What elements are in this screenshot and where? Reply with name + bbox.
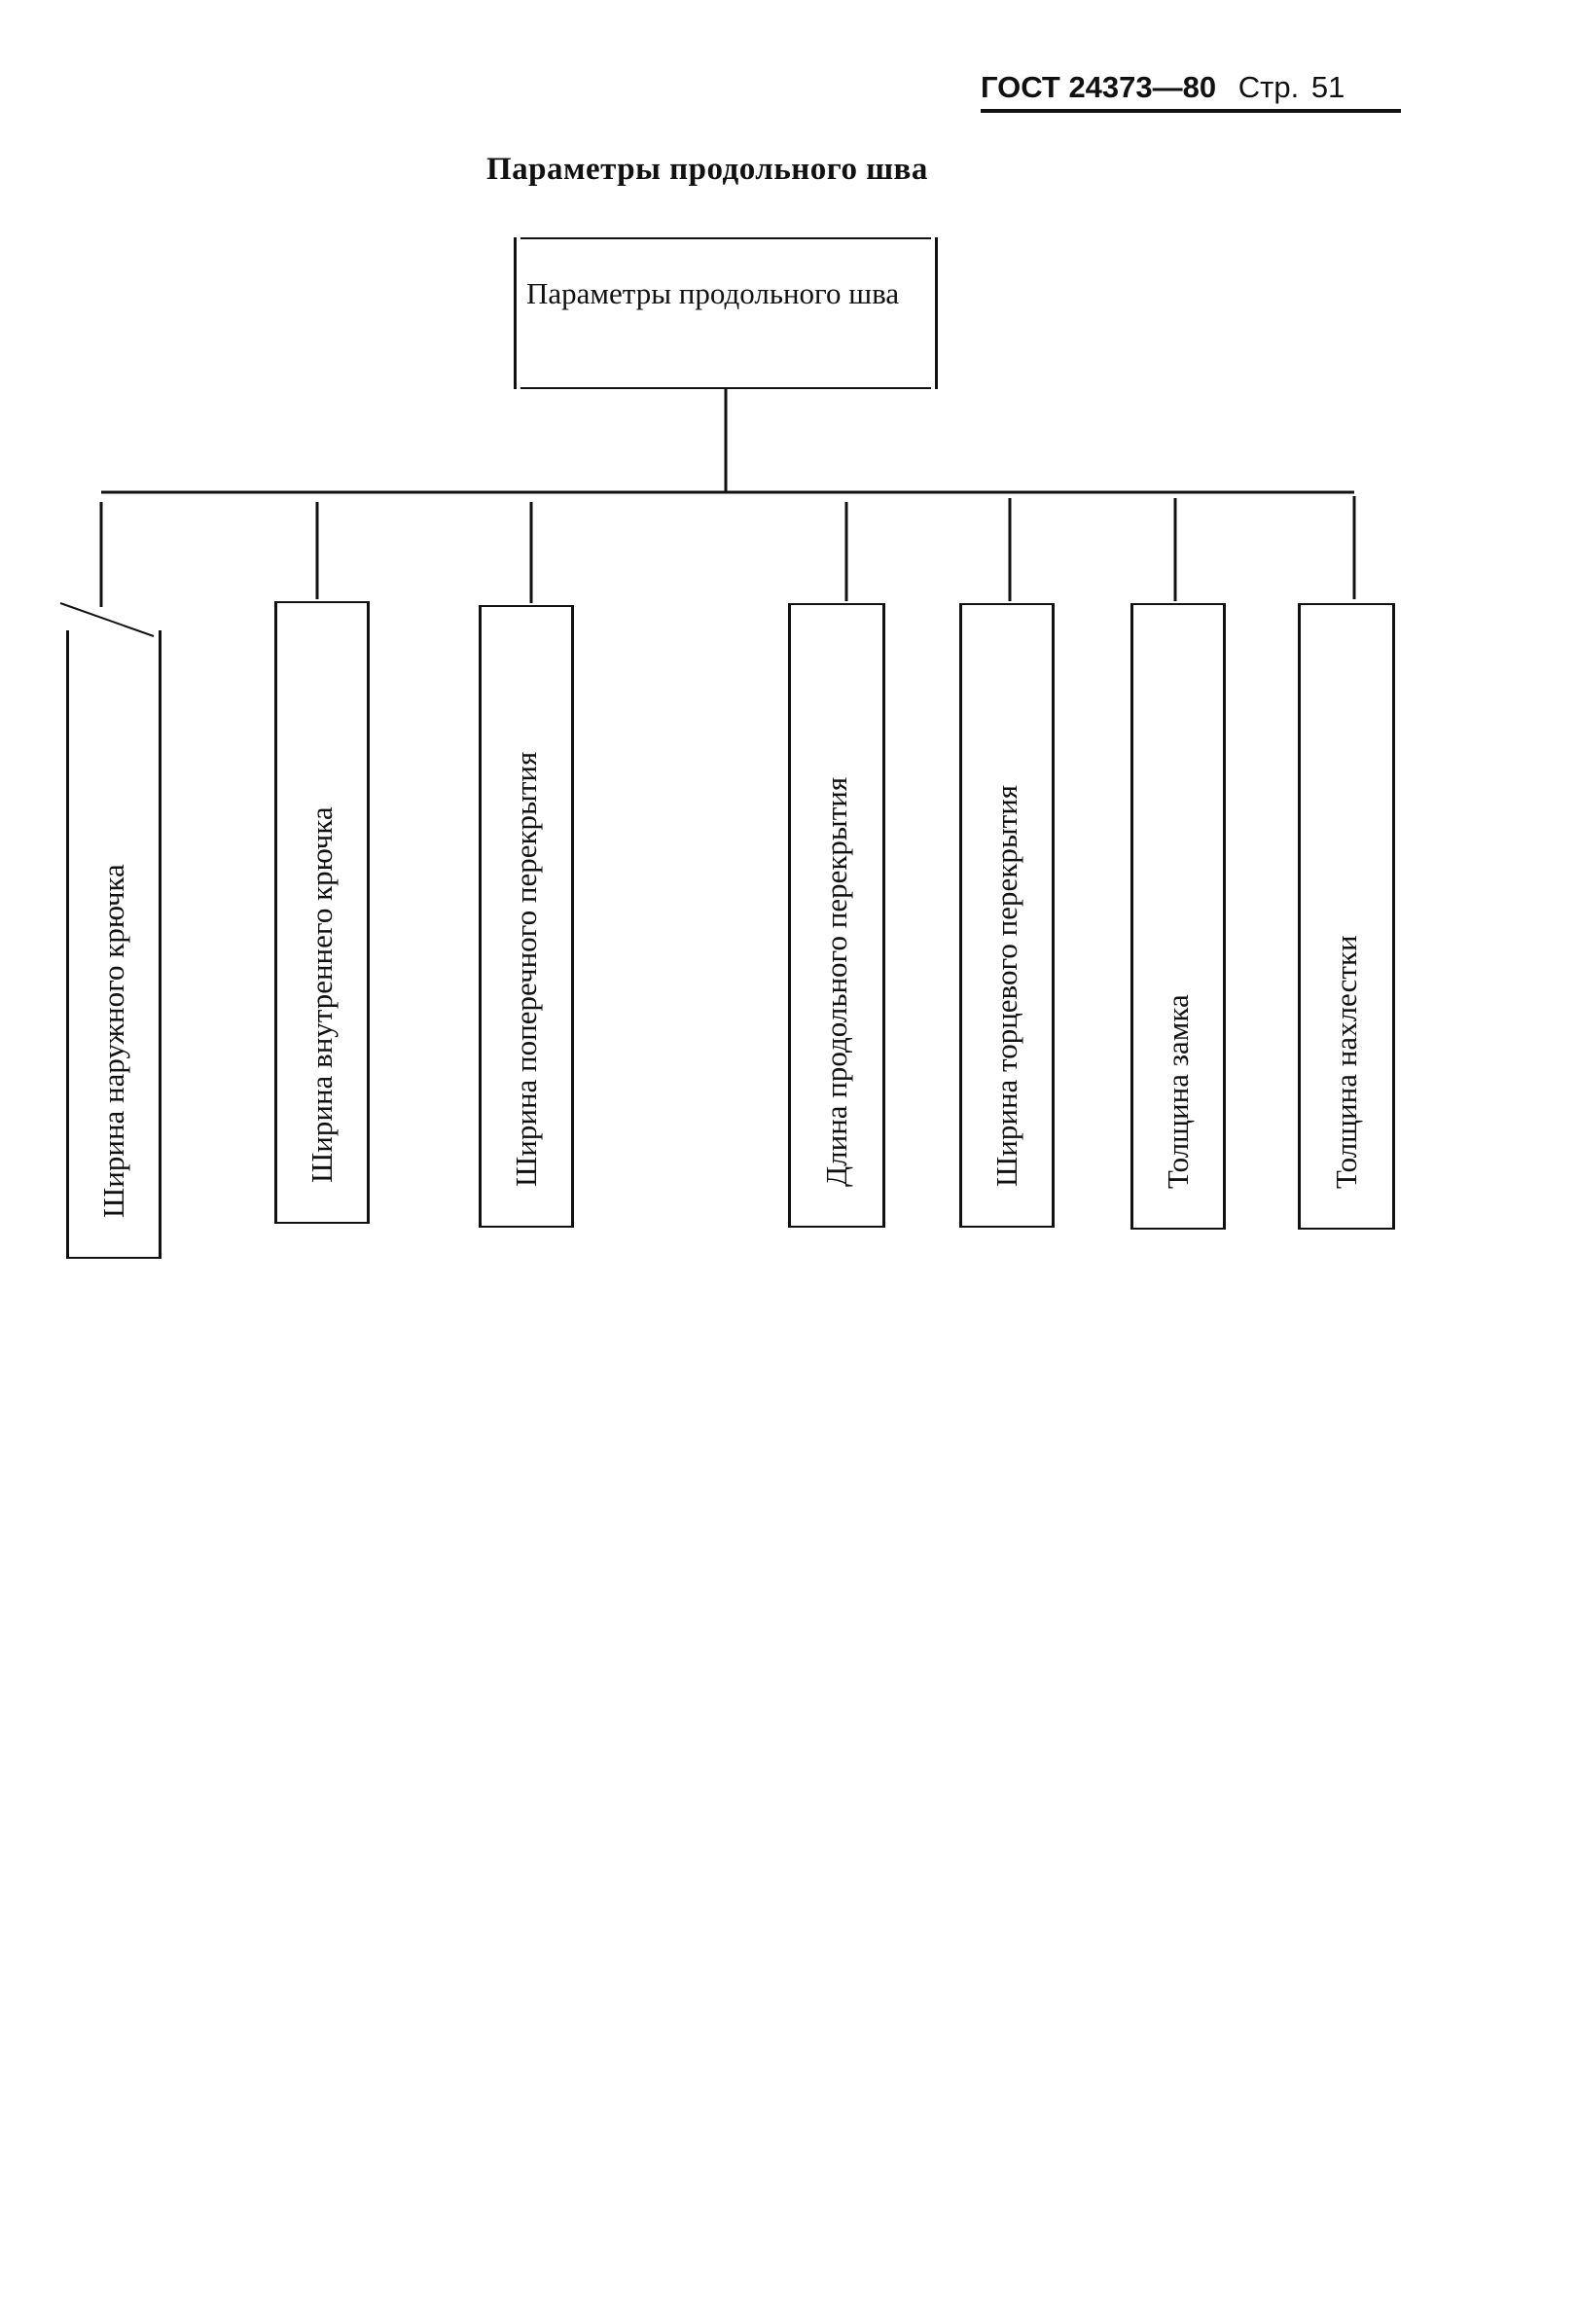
child-node-label: Длина продольного перекрытия (819, 776, 853, 1187)
leaf-1-slanted-top (59, 602, 155, 637)
child-node-label: Ширина внутреннего крючка (305, 806, 339, 1183)
child-node-end-overlap-width: Ширина торцевого перекрытия (959, 603, 1055, 1228)
child-node-longitudinal-overlap-length: Длина продольного перекрытия (788, 603, 885, 1228)
root-node: Параметры продольного шва (514, 237, 938, 389)
child-node-inner-hook-width: Ширина внутреннего крючка (274, 601, 370, 1224)
page-header: ГОСТ 24373—80 Стр. 51 (981, 66, 1401, 113)
root-node-label: Параметры продольного шва (526, 276, 900, 310)
diagram-title: Параметры продольного шва (486, 152, 928, 187)
child-node-label: Толщина замка (1161, 994, 1195, 1189)
child-node-lap-thickness: Толщина нахлестки (1298, 603, 1395, 1230)
child-node-label: Ширина наружного крючка (96, 864, 130, 1218)
child-node-label: Ширина торцевого перекрытия (989, 784, 1023, 1187)
child-node-lock-thickness: Толщина замка (1130, 603, 1226, 1230)
child-node-transverse-overlap-width: Ширина поперечного перекрытия (479, 605, 574, 1228)
child-node-outer-hook-width: Ширина наружного крючка (66, 630, 161, 1259)
page-label: Стр. (1237, 70, 1300, 104)
standard-number: ГОСТ 24373—80 (981, 70, 1217, 104)
child-node-label: Ширина поперечного перекрытия (509, 751, 543, 1187)
child-node-label: Толщина нахлестки (1329, 935, 1363, 1189)
page-number: 51 (1310, 70, 1345, 104)
